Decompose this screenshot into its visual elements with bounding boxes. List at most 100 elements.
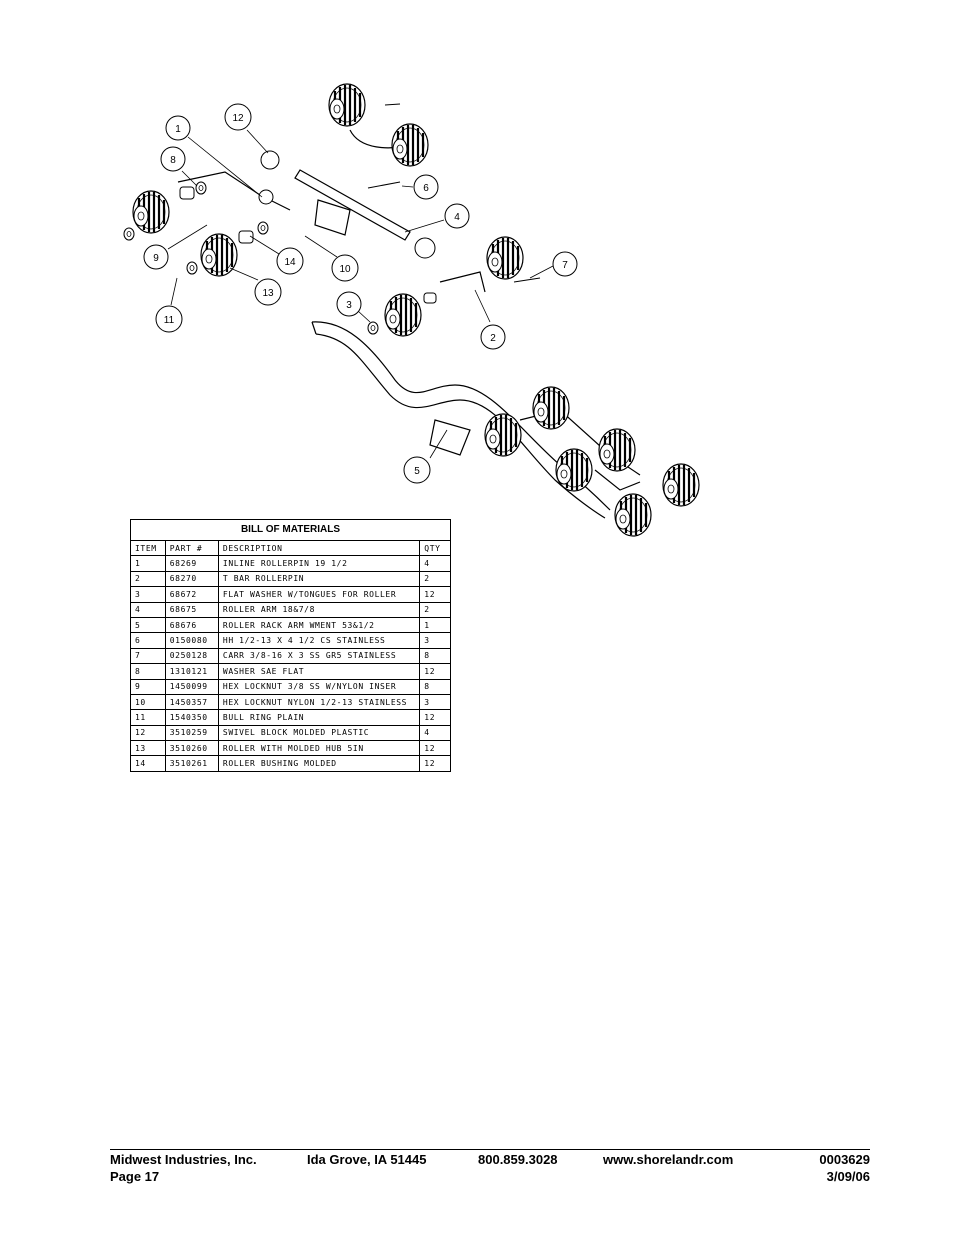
bom-header-qty: QTY: [419, 539, 451, 557]
bom-cell-qty: 4: [419, 555, 451, 572]
bom-cell-item: 1: [130, 555, 166, 572]
footer-city: Ida Grove, IA 51445: [307, 1152, 427, 1167]
bom-cell-description: ROLLER RACK ARM WMENT 53&1/2: [217, 616, 421, 634]
bom-cell-part: 3510260: [164, 740, 219, 757]
callout-11: 11: [155, 305, 183, 333]
bom-cell-part: 3510259: [164, 724, 219, 742]
callout-3: 3: [336, 291, 362, 317]
bom-cell-qty: 3: [419, 632, 451, 649]
bom-cell-item: 14: [130, 755, 166, 772]
svg-text:2: 2: [490, 333, 496, 344]
svg-text:5: 5: [414, 466, 420, 477]
bom-cell-item: 6: [130, 632, 166, 649]
bom-cell-part: 1450357: [164, 693, 219, 711]
callout-2: 2: [480, 324, 506, 350]
callout-8: 8: [160, 146, 186, 172]
bom-cell-part: 68269: [164, 555, 219, 572]
svg-text:14: 14: [284, 257, 296, 268]
svg-text:4: 4: [454, 212, 460, 223]
callout-7: 7: [552, 251, 578, 277]
bom-title: BILL OF MATERIALS: [130, 519, 451, 540]
callout-14: 14: [276, 247, 304, 275]
bom-cell-item: 7: [130, 647, 166, 665]
bom-cell-qty: 2: [419, 601, 451, 618]
callout-4: 4: [444, 203, 470, 229]
svg-text:1: 1: [175, 124, 181, 135]
bom-header-part: PART #: [164, 539, 219, 557]
bom-cell-description: SWIVEL BLOCK MOLDED PLASTIC: [217, 724, 421, 742]
exploded-parts-diagram: 1 12 8 6 4 9 14 10 7 11 13 3 2 5: [123, 82, 701, 538]
footer-website: www.shorelandr.com: [603, 1152, 734, 1167]
bom-header-row: ITEM PART # DESCRIPTION QTY: [130, 539, 451, 557]
svg-text:9: 9: [153, 253, 159, 264]
bom-cell-part: 0150080: [164, 632, 219, 649]
bom-cell-part: 68672: [164, 586, 219, 603]
bom-cell-qty: 8: [419, 678, 451, 695]
leader-lines: [167, 129, 554, 459]
footer-phone: 800.859.3028: [478, 1152, 558, 1167]
bom-cell-description: WASHER SAE FLAT: [217, 663, 421, 680]
callout-bubbles: 1 12 8 6 4 9 14 10 7 11 13 3 2 5: [143, 103, 578, 484]
footer-doc-number: 0003629: [819, 1152, 870, 1167]
svg-text:11: 11: [164, 315, 175, 326]
bom-cell-description: ROLLER ARM 18&7/8: [217, 601, 421, 618]
bom-cell-item: 3: [130, 586, 166, 603]
bom-cell-part: 1310121: [164, 663, 219, 680]
footer-rule: [110, 1149, 870, 1150]
bom-cell-part: 68675: [164, 601, 219, 618]
bom-cell-qty: 12: [419, 663, 451, 680]
callout-13: 13: [254, 278, 282, 306]
callout-6: 6: [413, 174, 439, 200]
bom-cell-item: 10: [130, 693, 166, 711]
bom-cell-part: 3510261: [164, 755, 219, 772]
svg-text:8: 8: [170, 155, 176, 166]
footer-page-number: Page 17: [110, 1169, 160, 1184]
svg-text:3: 3: [346, 300, 352, 311]
bom-cell-part: 68270: [164, 570, 219, 588]
footer-company: Midwest Industries, Inc.: [110, 1152, 257, 1167]
svg-text:6: 6: [423, 183, 429, 194]
bom-cell-part: 0250128: [164, 647, 219, 665]
bom-cell-qty: 2: [419, 570, 451, 588]
bom-cell-qty: 3: [419, 693, 451, 711]
bom-cell-qty: 8: [419, 647, 451, 665]
bom-cell-description: ROLLER WITH MOLDED HUB 5IN: [217, 740, 421, 757]
bom-header-description: DESCRIPTION: [217, 539, 421, 557]
bom-cell-description: HH 1/2-13 X 4 1/2 CS STAINLESS: [217, 632, 421, 649]
bom-cell-item: 12: [130, 724, 166, 742]
bom-cell-qty: 4: [419, 724, 451, 742]
bom-cell-item: 13: [130, 740, 166, 757]
bom-cell-part: 68676: [164, 616, 219, 634]
bom-cell-description: T BAR ROLLERPIN: [217, 570, 421, 588]
svg-text:10: 10: [339, 264, 351, 275]
bom-cell-description: HEX LOCKNUT 3/8 SS W/NYLON INSER: [217, 678, 421, 695]
callout-10: 10: [331, 254, 359, 282]
hardware: [123, 103, 541, 335]
footer-date: 3/09/06: [826, 1169, 870, 1184]
bom-cell-qty: 12: [419, 755, 451, 772]
callout-1: 1: [165, 115, 191, 141]
bom-cell-item: 5: [130, 616, 166, 634]
bill-of-materials-table: BILL OF MATERIALS ITEM PART # DESCRIPTIO…: [130, 519, 451, 772]
bom-cell-item: 4: [130, 601, 166, 618]
bom-cell-item: 8: [130, 663, 166, 680]
svg-text:12: 12: [232, 113, 244, 124]
svg-text:7: 7: [562, 260, 568, 271]
bom-cell-part: 1540350: [164, 709, 219, 726]
bom-cell-part: 1450099: [164, 678, 219, 695]
bom-cell-description: ROLLER BUSHING MOLDED: [217, 755, 421, 772]
bom-header-item: ITEM: [130, 539, 166, 557]
callout-12: 12: [224, 103, 252, 131]
bom-cell-qty: 12: [419, 709, 451, 726]
bom-cell-qty: 12: [419, 740, 451, 757]
